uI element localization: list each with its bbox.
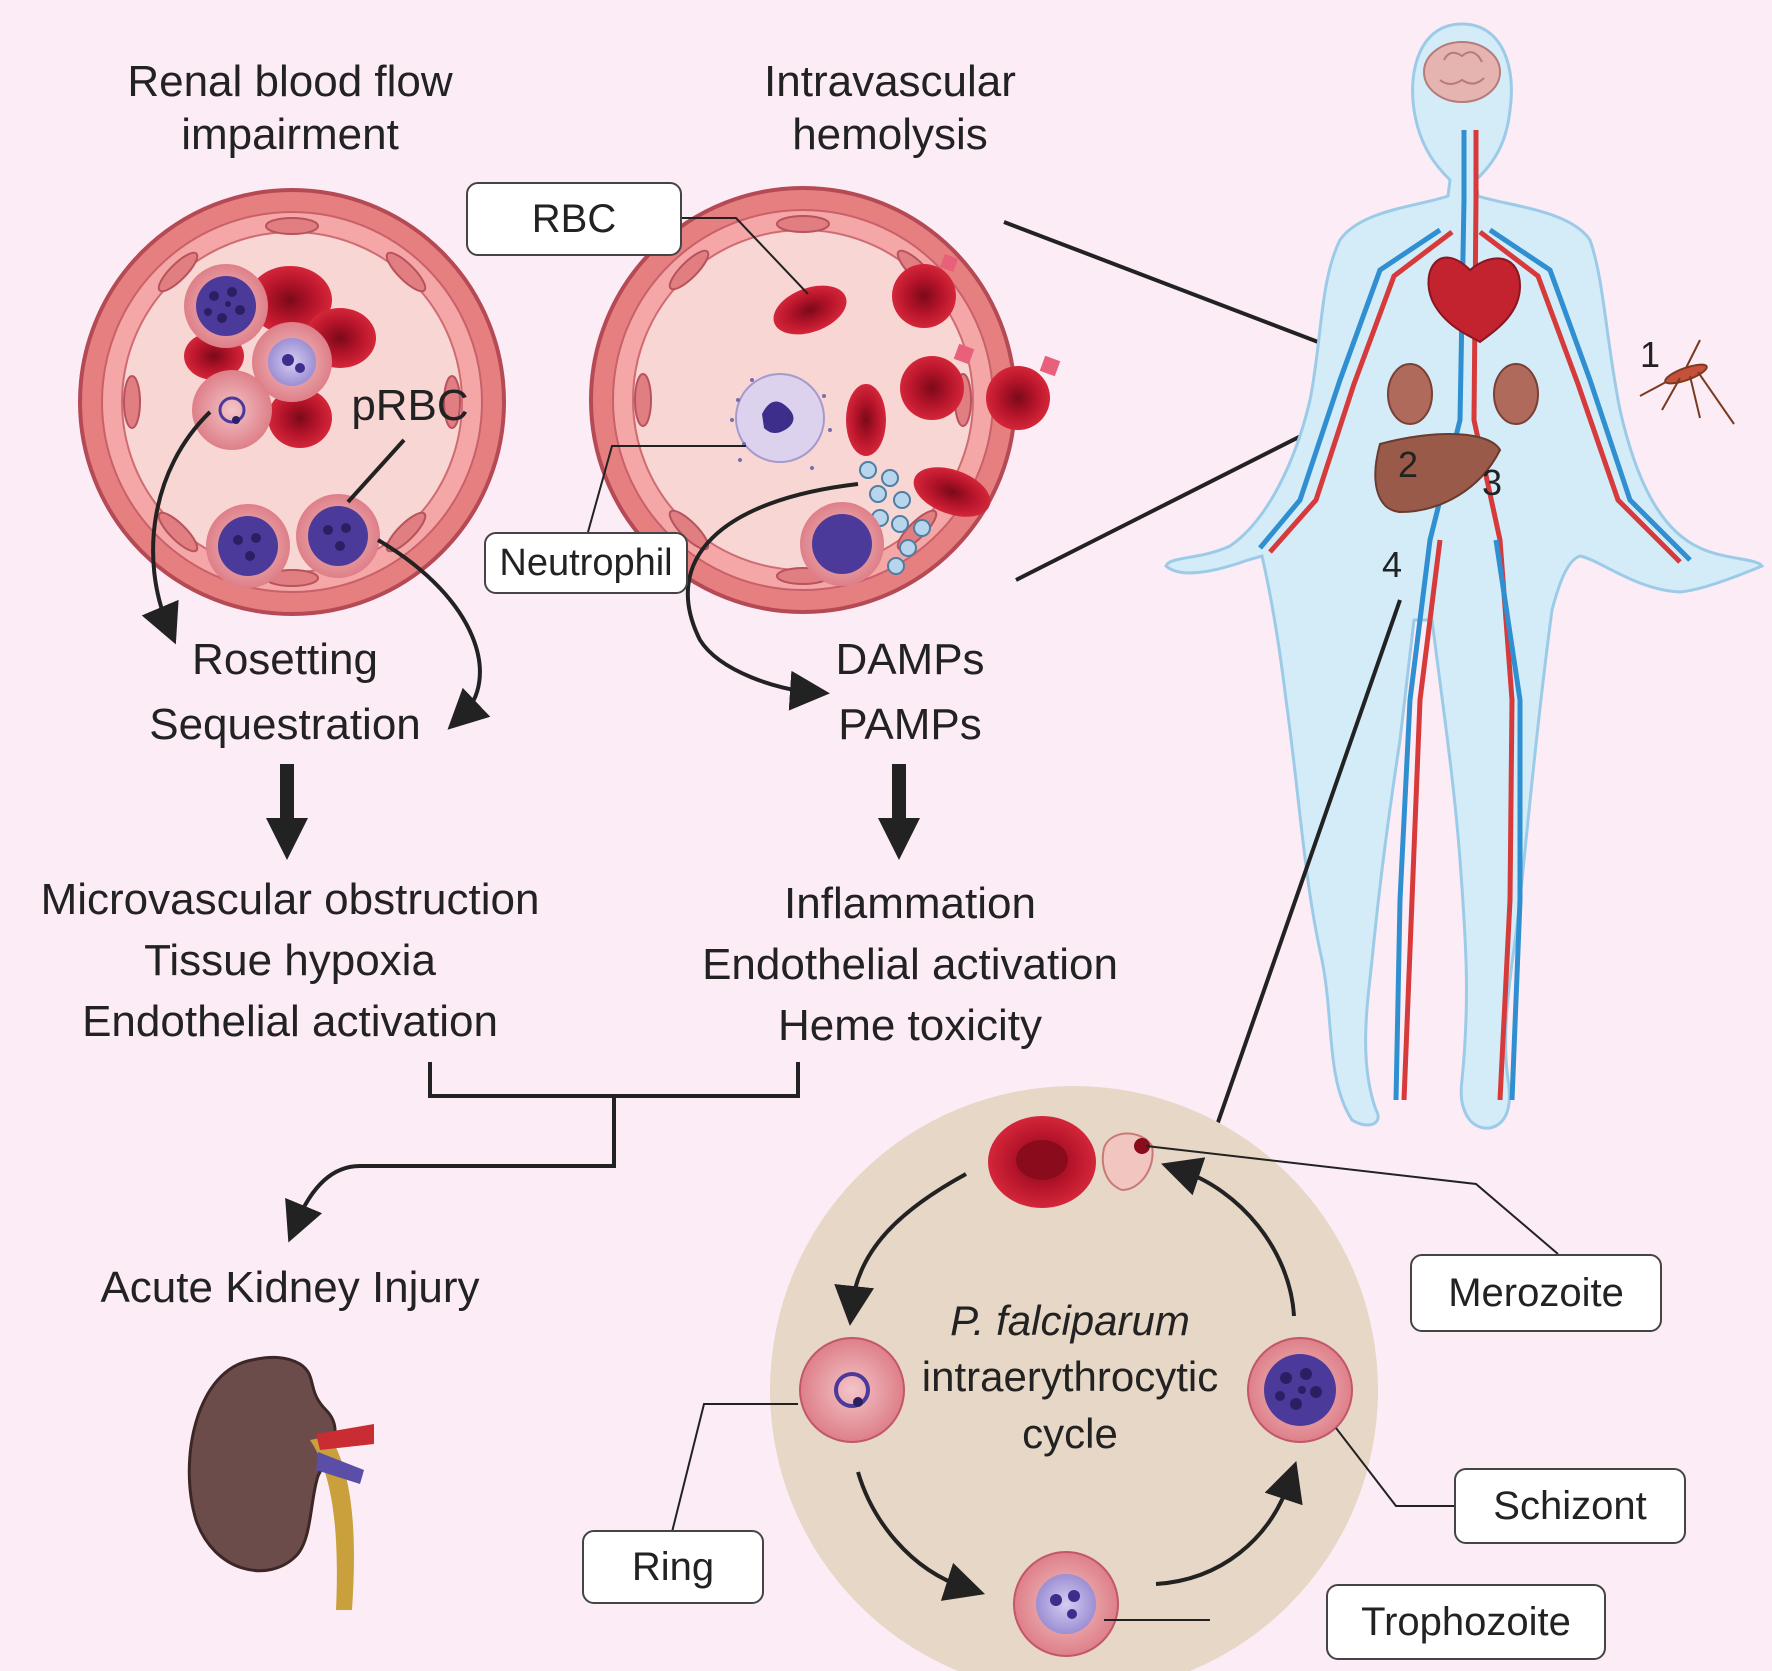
rbc-pointer <box>682 217 809 295</box>
arrow-trophozoite-to-schizont <box>1155 1461 1303 1586</box>
prbc-pointer <box>346 438 406 504</box>
kidney-illustration <box>187 1355 374 1610</box>
rbc-label-box: RBC <box>466 182 682 256</box>
schizont-pointer <box>1335 1427 1456 1507</box>
neutrophil-label-box: Neutrophil <box>484 532 688 594</box>
body-number-1: 1 <box>1640 334 1661 375</box>
cycle-ring-stage <box>799 1337 905 1443</box>
ring-infected-rbc <box>192 370 272 450</box>
intraerythrocytic-cycle <box>671 1086 1559 1671</box>
neutrophil-pointer <box>587 445 746 533</box>
arrow-to-aki <box>285 1096 616 1243</box>
body-number-3: 3 <box>1482 462 1503 503</box>
hemolysis-vessel-cross-section <box>587 186 1061 711</box>
lysing-rbcs <box>892 254 1061 430</box>
left-consequences: Microvascular obstruction Tissue hypoxia… <box>40 875 540 1046</box>
trophozoite-label-box: Trophozoite <box>1326 1584 1606 1660</box>
human-body-illustration <box>1164 22 1765 1130</box>
body-number-2: 2 <box>1398 444 1419 485</box>
intact-rbcs <box>773 285 991 517</box>
arrow-to-damps <box>685 482 859 711</box>
bursting-schizont <box>800 502 884 586</box>
schizont-label-box: Schizont <box>1454 1468 1686 1544</box>
body-number-4: 4 <box>1382 544 1403 585</box>
arrow-rbc-to-ring <box>834 1172 967 1326</box>
sequestered-schizonts <box>206 494 380 588</box>
cycle-title: P. falciparum intraerythrocytic cycle <box>921 1297 1219 1457</box>
renal-vessel-cross-section <box>78 188 506 730</box>
cycle-schizont-stage <box>1247 1337 1353 1443</box>
hemolysis-heading: Intravascular hemolysis <box>764 57 1016 159</box>
body-liver <box>1374 432 1502 514</box>
down-arrow-left <box>266 764 308 860</box>
left-mechanisms: Rosetting Sequestration <box>149 635 421 749</box>
released-merozoites <box>859 461 931 575</box>
ring-label-box: Ring <box>582 1530 764 1604</box>
merozoite-pointer <box>1145 1145 1559 1255</box>
schizont-infected-rbc <box>184 264 268 348</box>
cycle-trophozoite-stage <box>1013 1551 1119 1657</box>
right-consequences: Inflammation Endothelial activation Heme… <box>702 879 1118 1050</box>
prbc-label: pRBC <box>351 381 469 430</box>
arrow-to-rosetting <box>141 410 212 645</box>
body-kidneys <box>1387 363 1539 425</box>
cycle-rbc <box>988 1116 1154 1208</box>
arrow-to-sequestration <box>376 538 491 730</box>
trophozoite-infected-rbc <box>252 322 332 402</box>
outcome-label: Acute Kidney Injury <box>100 1263 480 1312</box>
down-arrow-right <box>878 764 920 860</box>
arrow-schizont-to-merozoite <box>1161 1157 1296 1317</box>
merge-bracket <box>428 1062 800 1098</box>
right-mechanisms: DAMPs PAMPs <box>835 635 985 749</box>
merozoite-label-box: Merozoite <box>1410 1254 1662 1332</box>
neutrophil-cell <box>730 373 832 470</box>
ring-pointer <box>671 1403 798 1533</box>
mosquito-icon <box>1639 339 1735 425</box>
arrow-ring-to-trophozoite <box>856 1471 986 1601</box>
zoom-line-cycle <box>1214 599 1402 1129</box>
renal-heading: Renal blood flow impairment <box>127 57 453 159</box>
